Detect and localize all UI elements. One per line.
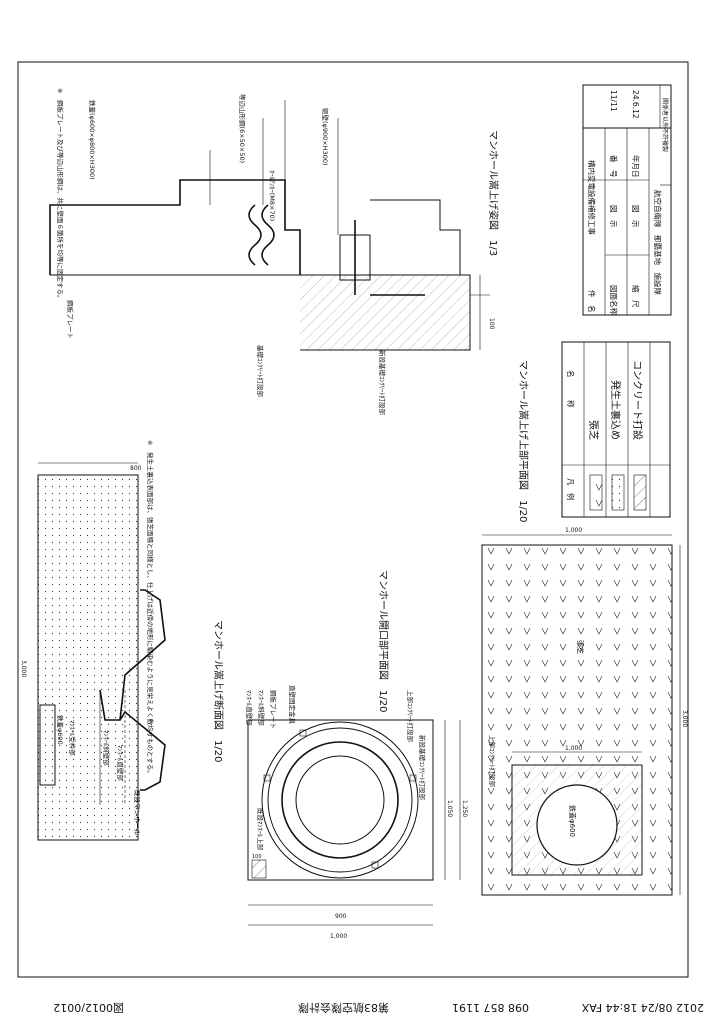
op-label-steel-plate: 鋼板プレート bbox=[269, 690, 278, 729]
legend-header-name: 名 称 bbox=[566, 370, 576, 408]
fax-page: 図0012/0012 bbox=[53, 1001, 124, 1014]
tb-row3-value2: 24.6.12 bbox=[631, 90, 640, 119]
section-label-existing: 既設マンホール bbox=[133, 790, 142, 836]
dim-3000-top: 3,000 bbox=[681, 710, 688, 727]
op-label-straight: ﾏﾝﾎｰﾙ直壁部 bbox=[245, 690, 254, 726]
dim-1250: 1,250 bbox=[461, 800, 468, 817]
tp-label-cover: 鉄蓋φ600 bbox=[568, 805, 577, 837]
tb-row2-value: 図 示 bbox=[609, 205, 618, 228]
dim-3000-section: 3,000 bbox=[20, 660, 27, 677]
dim-100-elev: 100 bbox=[488, 318, 495, 330]
dim-1000-top-a: 1,000 bbox=[565, 527, 582, 534]
tp-label-grass: 張芝 bbox=[576, 640, 585, 654]
tb-row3-label: 縮 尺 bbox=[631, 285, 641, 308]
op-label-upper-concrete: 上部ｺﾝｸﾘｰﾄ打設部 bbox=[406, 690, 415, 743]
tb-org: 航空自衛隊 那覇基地 施設隊 bbox=[653, 190, 663, 295]
op-label-existing-top: 既設ﾏﾝﾎｰﾙ上部 bbox=[256, 808, 265, 851]
section-label-straight: ﾏﾝﾎｰﾙ直壁部 bbox=[116, 745, 125, 781]
legend-table bbox=[561, 341, 671, 518]
label-angle-steel: 等辺山形鋼(6×50×50) bbox=[238, 94, 247, 163]
dim-800: 800 bbox=[130, 465, 142, 472]
tb-row3-label2: 年月日 bbox=[631, 155, 641, 178]
tb-row2-label2: 番 号 bbox=[609, 155, 619, 178]
label-concrete-wall: 躯壁(φ900×H300) bbox=[321, 108, 330, 166]
label-new-foundation: 新設基礎ｺﾝｸﾘｰﾄ打設部 bbox=[378, 350, 387, 416]
legend-row-grass: 張芝 bbox=[587, 420, 600, 440]
legend-header-symbol: 凡 例 bbox=[566, 478, 576, 501]
op-label-skew: ﾏﾝﾎｰﾙ斜壁部 bbox=[257, 690, 266, 726]
elev-note: ※ 鋼板プレート及び等辺山形鋼は、共に壁面６箇所を均等に固定する。 bbox=[56, 88, 65, 301]
fax-sender: 第83航空隊会計隊 bbox=[298, 1001, 389, 1015]
title-opening-plan: マンホール開口部平面図 1/20 bbox=[377, 570, 390, 712]
tb-row2-label: 図面名称 bbox=[609, 285, 619, 315]
label-foundation: 基礎ｺﾝｸﾘｰﾄ打設部 bbox=[256, 345, 265, 398]
op-label-new-foundation: 新設基礎ｺﾝｸﾘｰﾄ打設部 bbox=[418, 735, 427, 801]
label-steel-plate: 鋼板プレート bbox=[66, 300, 75, 339]
fax-timestamp: 2012 08/24 18:44 FAX bbox=[581, 1001, 704, 1014]
legend-row-backfill: 発生土裏込め bbox=[609, 380, 622, 440]
dim-100-opening: 100 bbox=[252, 854, 262, 860]
dim-1000-top-b: 1,000 bbox=[565, 745, 582, 752]
tb-row3-value: 図 示 bbox=[631, 205, 640, 228]
section-label-frame: ﾏﾝﾎｰﾙ受枠部 bbox=[68, 720, 77, 756]
op-label-wall-fixing: 直壁固定金具 bbox=[288, 685, 297, 725]
title-block bbox=[582, 84, 672, 316]
dim-1000-opening: 1,000 bbox=[330, 933, 347, 940]
tb-row2-value2: 11/11 bbox=[609, 90, 618, 112]
section-view: 800 3,000 bbox=[17, 462, 166, 841]
dim-900: 900 bbox=[335, 913, 347, 920]
section-note: ※ 発生土裏込表面部は、張芝面積と同様とし、仕上げは近傍の地形に馴染むように見栄… bbox=[146, 440, 155, 777]
elevation-view: 100 bbox=[49, 100, 495, 351]
tp-label-upper-concrete: 上部ｺﾝｸﾘｰﾄ打設部 bbox=[488, 735, 497, 788]
top-plan: 1,000 1,000 3,000 bbox=[481, 527, 688, 896]
legend-row-concrete: コンクリート打設 bbox=[631, 360, 644, 440]
label-anchor-bolt: ｵｰﾙｱﾝｶｰ(M8×70) bbox=[268, 170, 276, 221]
section-label-cover: 鉄蓋φ600 bbox=[56, 715, 65, 745]
tb-row1-label: 件 名 bbox=[587, 290, 597, 313]
tb-row1-value: 構内変電設備補修工事 bbox=[587, 160, 597, 235]
title-block-header: 関係者以外不許複製 bbox=[661, 98, 669, 152]
section-label-skew: ﾏﾝﾎｰﾙ斜壁部 bbox=[102, 730, 111, 766]
fax-number: 098 857 1191 bbox=[452, 1001, 529, 1014]
opening-plan: 900 1,000 1,050 1,250 100 bbox=[247, 719, 468, 940]
dim-1050: 1,050 bbox=[446, 800, 453, 817]
fax-footer: 2012 08/24 18:44 FAX 098 857 1191 第83航空隊… bbox=[53, 1001, 704, 1015]
title-section: マンホール嵩上げ断面図 1/20 bbox=[212, 620, 225, 762]
title-elevation: マンホール嵩上げ姿図 1/3 bbox=[487, 130, 500, 256]
title-top-plan: マンホール嵩上げ上部平面図 1/20 bbox=[517, 360, 530, 522]
label-steel-cover: 鉄蓋(φ600×φ800×H300) bbox=[88, 100, 97, 180]
